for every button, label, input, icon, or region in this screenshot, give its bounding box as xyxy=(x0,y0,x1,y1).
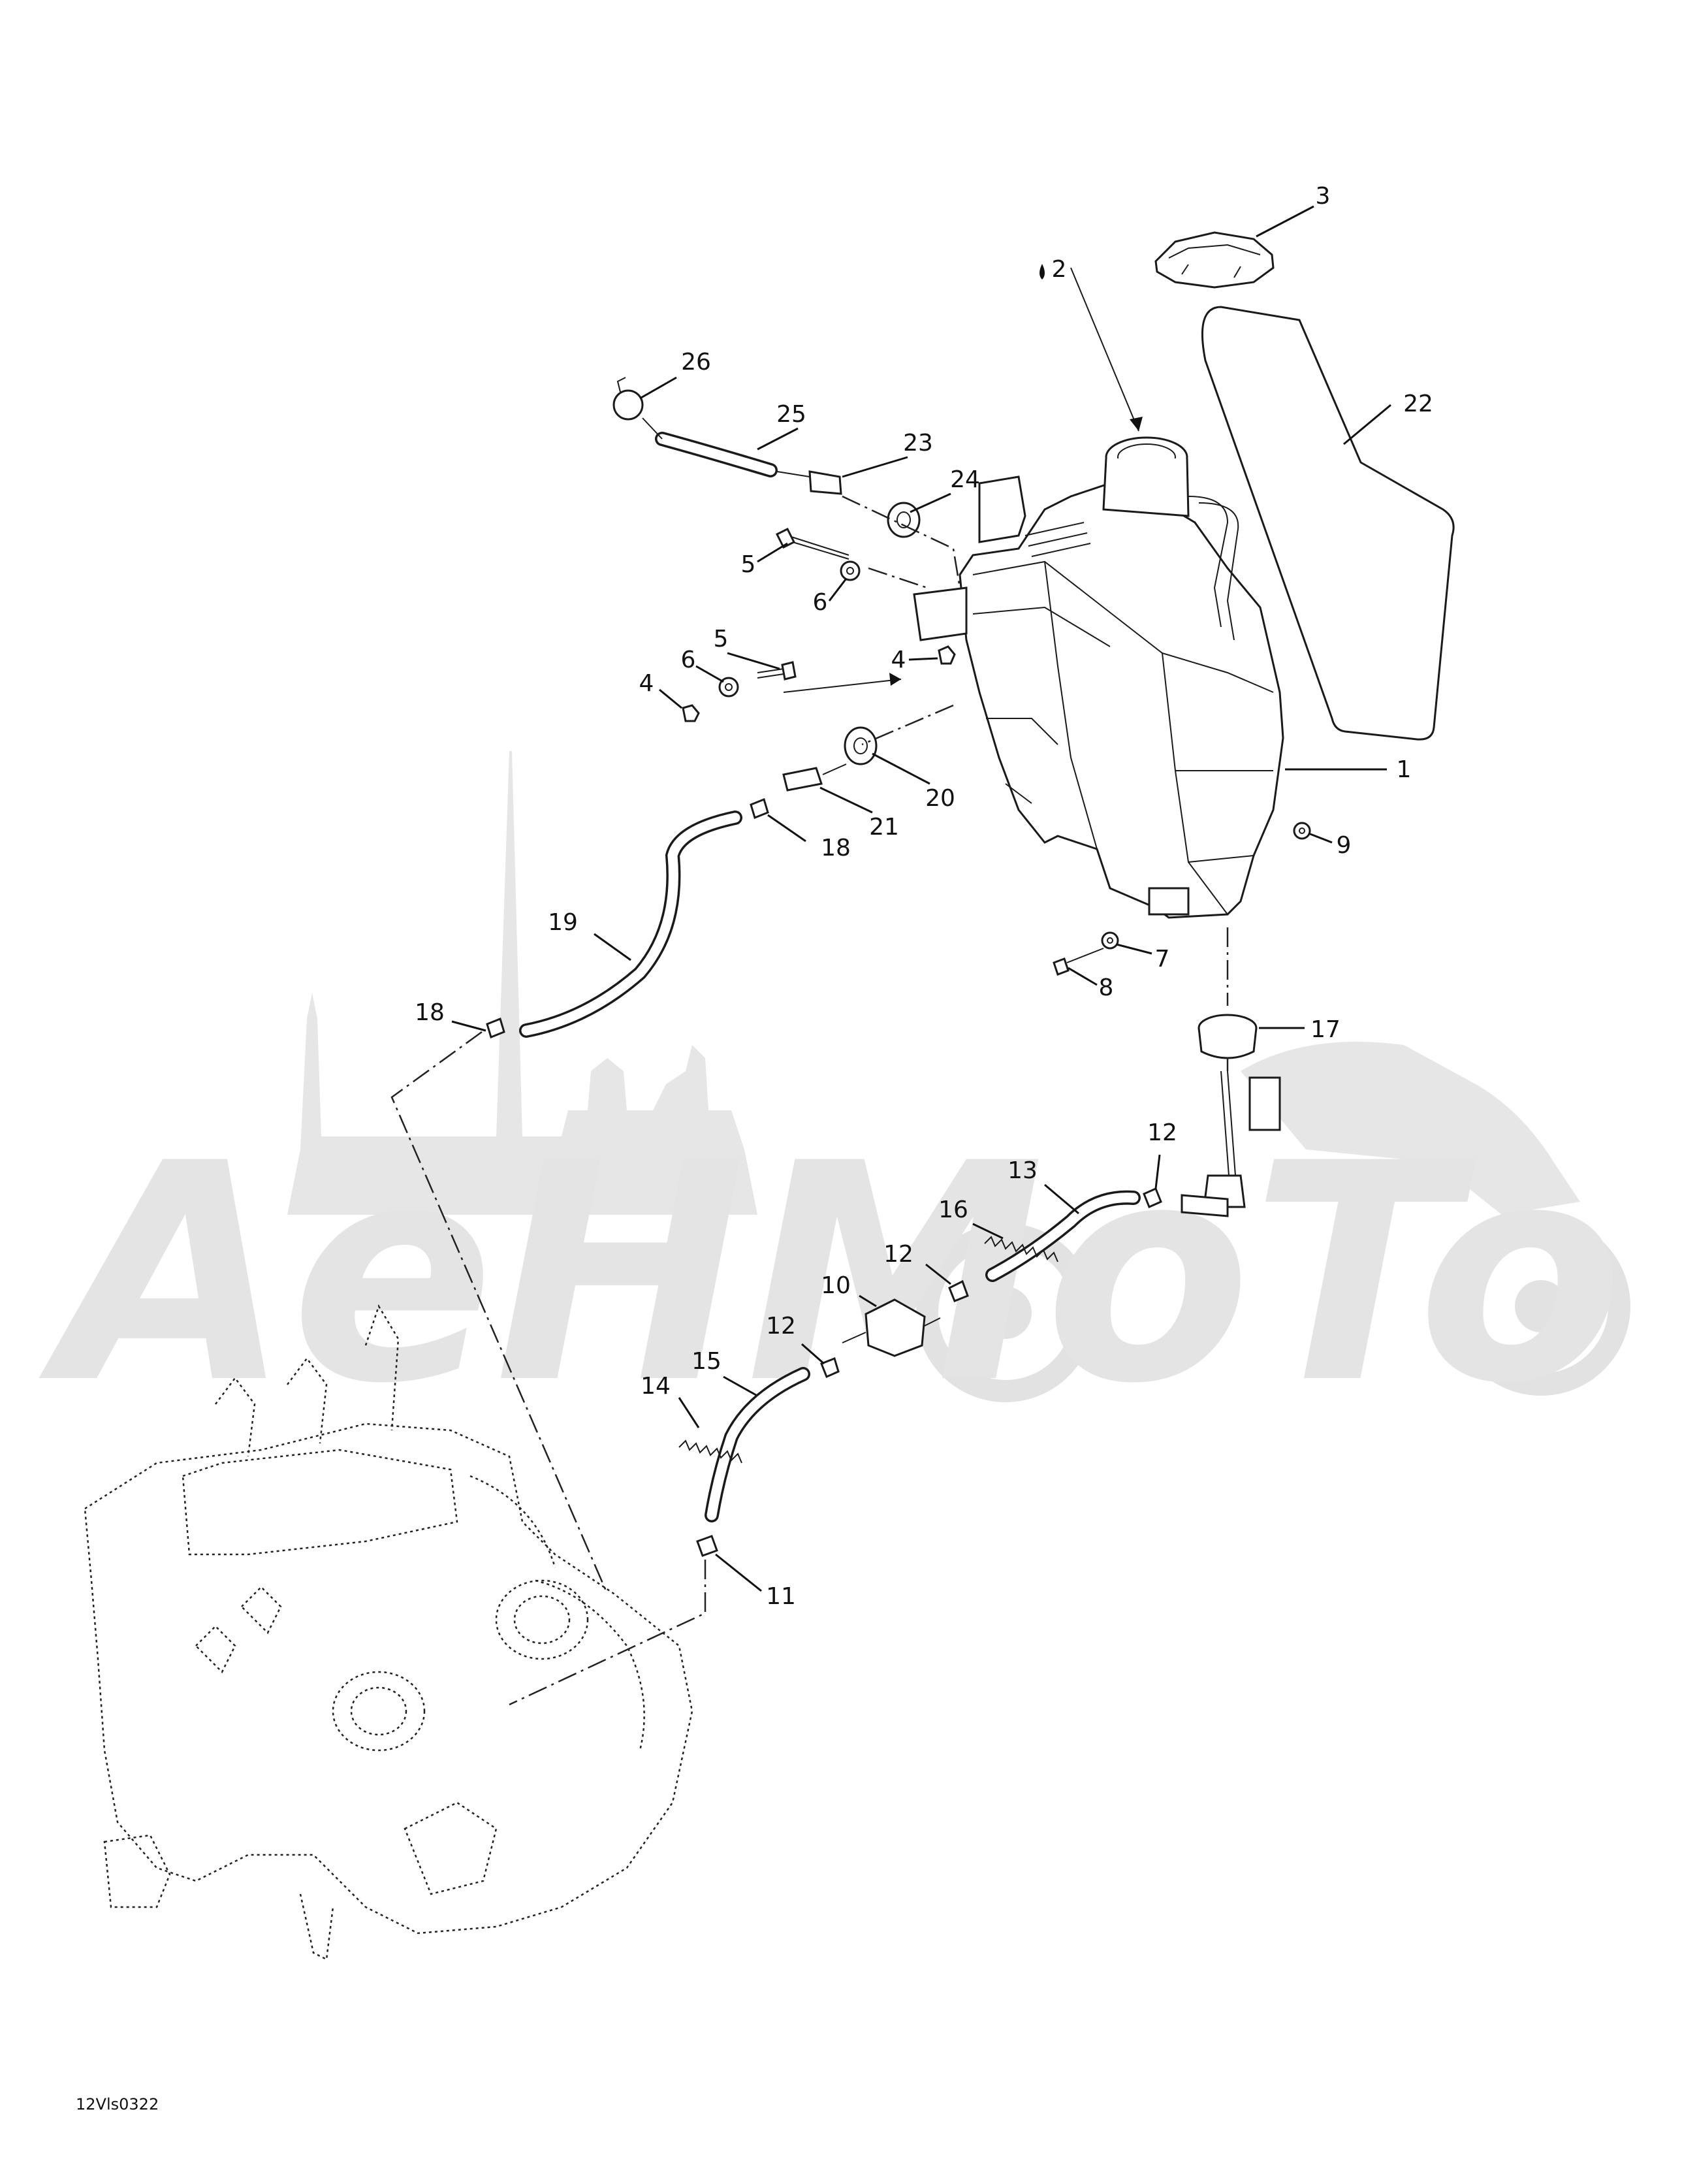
callout-8: 8 xyxy=(1099,974,1114,1001)
callout-18-lower: 18 xyxy=(415,999,445,1026)
callout-18-upper: 18 xyxy=(821,835,851,861)
level-sensor-assembly xyxy=(612,377,921,538)
callout-23: 23 xyxy=(903,430,933,457)
callout-7: 7 xyxy=(1155,946,1170,972)
callout-17: 17 xyxy=(1310,1016,1341,1043)
callout-3: 3 xyxy=(1316,183,1331,210)
assembly-arrows xyxy=(783,267,1143,693)
hardware xyxy=(486,527,1311,1557)
leader-lines xyxy=(451,205,1391,1592)
callout-24: 24 xyxy=(950,466,980,493)
callout-9: 9 xyxy=(1337,832,1352,859)
callout-20: 20 xyxy=(925,785,955,812)
callout-12-mid: 12 xyxy=(883,1241,913,1268)
assembly-lines xyxy=(390,495,1229,1706)
engine xyxy=(84,1304,693,1961)
callout-4-lower: 4 xyxy=(639,670,654,697)
watermark: AeHMoTo xyxy=(35,751,1630,1449)
callout-22: 22 xyxy=(1403,391,1433,417)
callout-12-low: 12 xyxy=(766,1313,796,1340)
hoses xyxy=(519,811,1141,1522)
callout-25: 25 xyxy=(776,401,806,428)
lubricant-icon xyxy=(1039,264,1045,280)
check-valve xyxy=(842,1298,941,1357)
callout-5-lower: 5 xyxy=(714,626,729,652)
callout-11: 11 xyxy=(766,1583,796,1610)
callout-5-upper: 5 xyxy=(741,551,756,578)
callout-6-upper: 6 xyxy=(813,589,828,616)
callout-10: 10 xyxy=(821,1272,851,1299)
callout-4-upper: 4 xyxy=(891,647,906,673)
callout-15: 15 xyxy=(691,1348,722,1375)
callout-13: 13 xyxy=(1008,1157,1038,1184)
callout-12-top: 12 xyxy=(1147,1119,1177,1146)
callout-21: 21 xyxy=(869,814,899,841)
callout-1: 1 xyxy=(1397,756,1412,783)
callout-14: 14 xyxy=(641,1373,671,1400)
tank-cap xyxy=(1154,231,1275,289)
oil-tank xyxy=(913,436,1284,919)
callout-6-lower: 6 xyxy=(681,647,696,673)
callout-16: 16 xyxy=(938,1196,968,1223)
callout-26: 26 xyxy=(681,349,711,376)
callout-19: 19 xyxy=(548,909,578,936)
watermark-text: AeHMoTo xyxy=(35,1100,1623,1449)
callout-labels: 1 2 3 4 4 5 5 6 6 7 8 9 10 11 12 12 12 1… xyxy=(415,183,1433,1610)
callout-2: 2 xyxy=(1052,256,1067,283)
reference-code: 12Vls0322 xyxy=(76,2095,159,2113)
decal xyxy=(1201,306,1455,741)
